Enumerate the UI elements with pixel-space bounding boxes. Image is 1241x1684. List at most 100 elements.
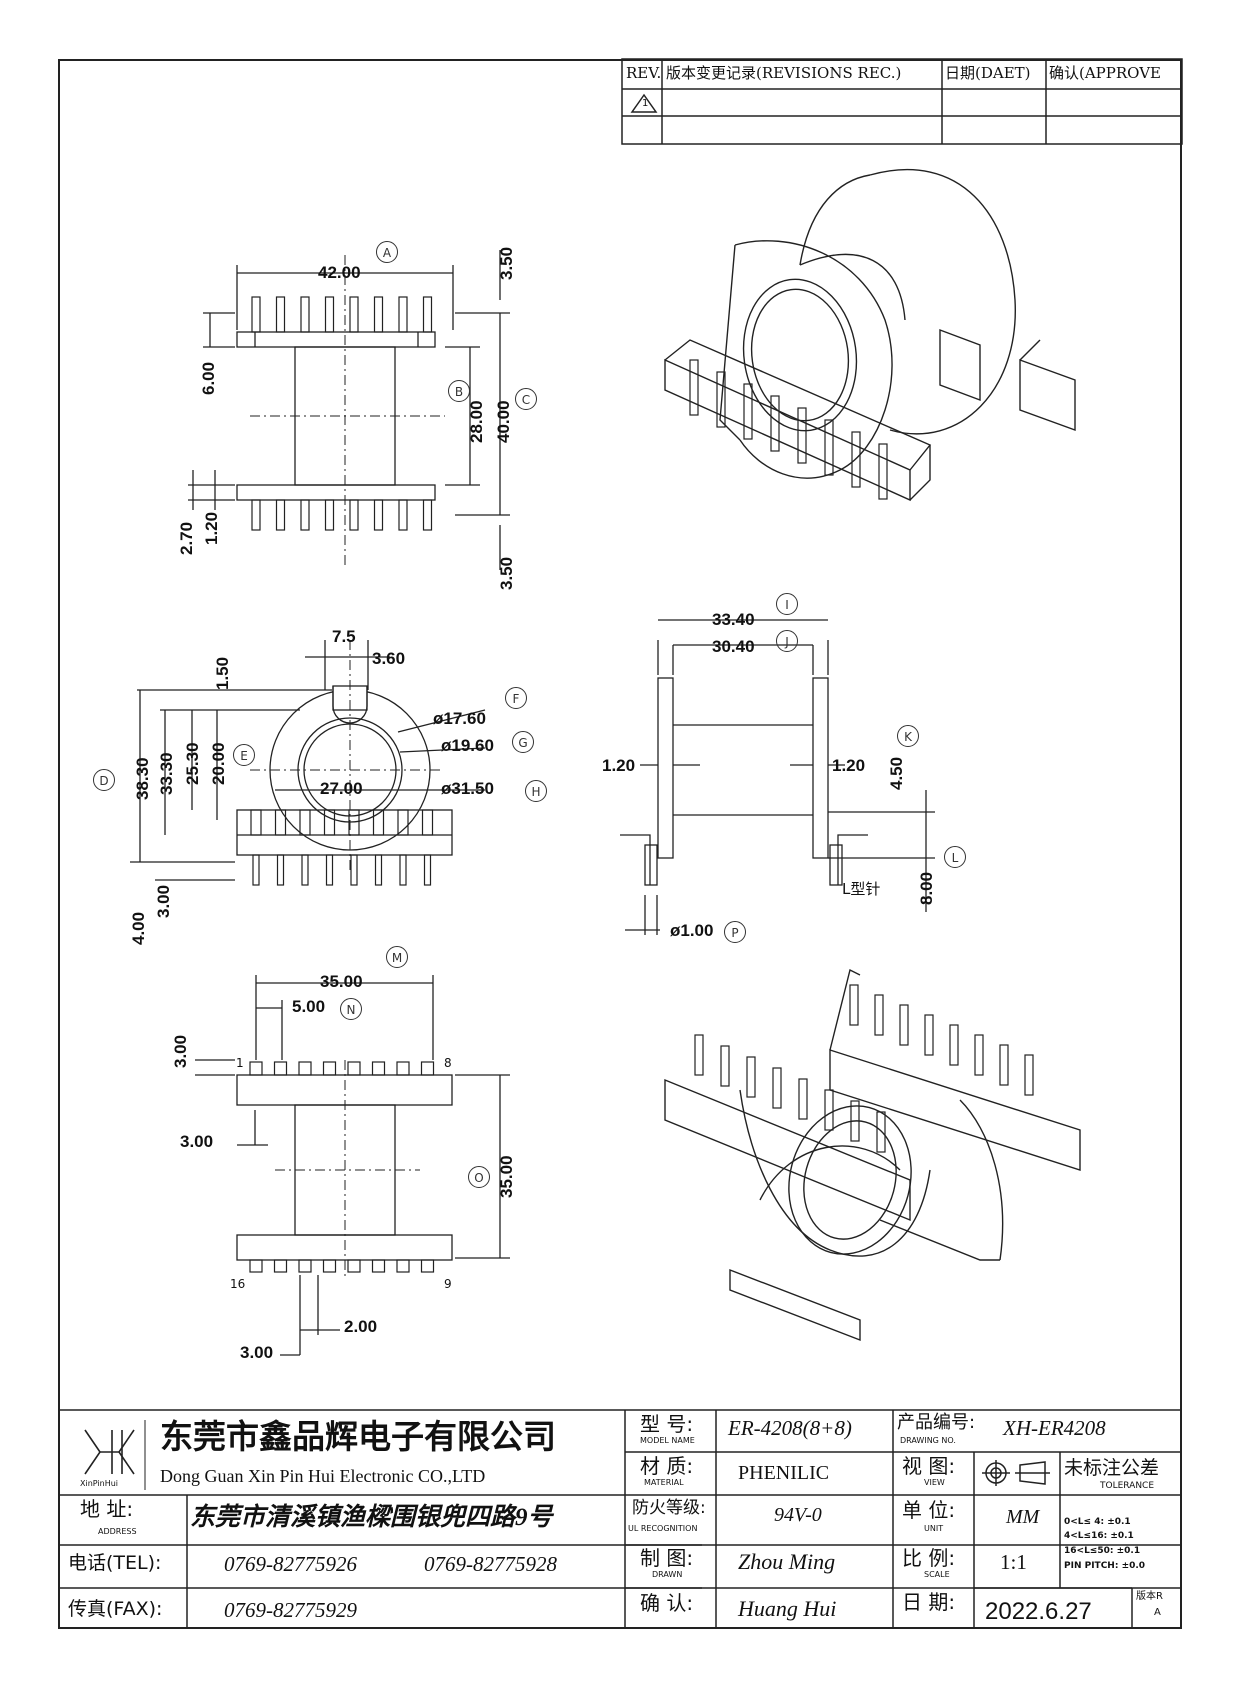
- iso-view-top: [664, 169, 1076, 502]
- callout-b: B: [448, 380, 470, 402]
- iso-bottom-pin-back: [949, 1024, 959, 1066]
- drawn-value: Zhou Ming: [738, 1549, 836, 1574]
- dim-front-total: 38.30: [133, 757, 152, 800]
- bottom-view-pin-lower: [371, 1259, 386, 1273]
- callout-l: L: [944, 846, 966, 868]
- callout-o: O: [468, 1166, 490, 1188]
- top-view-pin-upper: [422, 296, 433, 333]
- bottom-view-pin-lower: [249, 1259, 263, 1273]
- callout-g: G: [512, 731, 534, 753]
- drawn-sub: DRAWN: [652, 1570, 683, 1579]
- drawing-no-sub: DRAWING NO.: [900, 1436, 956, 1445]
- dim-side-overall: 33.40: [712, 610, 755, 629]
- front-view-pin-socket: [348, 809, 360, 836]
- revision-table-lines: [621, 58, 1183, 145]
- fax-value: 0769-82775929: [224, 1598, 357, 1622]
- dim-side-wall-right: 1.20: [832, 756, 866, 775]
- callout-n: N: [340, 998, 362, 1020]
- dim-top-body: 28.00: [467, 400, 486, 443]
- dim-bottom-overall: 35.00: [320, 972, 363, 991]
- callout-a: A: [376, 241, 398, 263]
- address-value: 东莞市清溪镇渔樑围银兜四路9号: [190, 1504, 553, 1531]
- rev-col-approve: 确认(APPROVE: [1049, 64, 1161, 82]
- tel-label: 电话(TEL):: [68, 1552, 162, 1574]
- iso-top-pin: [797, 407, 807, 464]
- rev-col-rev: REV.: [626, 64, 662, 82]
- unit-label: 单 位:: [902, 1498, 956, 1522]
- dim-bottom-depth: 35.00: [497, 1155, 516, 1198]
- dim-side-inner: 30.40: [712, 637, 755, 656]
- bottom-view-pin-upper: [322, 1061, 337, 1076]
- top-view-pin-upper: [324, 296, 335, 333]
- tolerance-sub: TOLERANCE: [1100, 1481, 1155, 1491]
- iso-bottom-pin-back: [849, 984, 859, 1026]
- dim-front-slot: 7.5: [332, 627, 356, 646]
- iso-bottom-pin-back: [974, 1034, 984, 1076]
- bottom-view-pin-lower: [273, 1259, 288, 1273]
- callout-c: C: [515, 388, 537, 410]
- check-value: Huang Hui: [738, 1596, 837, 1621]
- iso-bottom-pin-front: [798, 1078, 808, 1120]
- iso-bottom-pin-back: [1024, 1054, 1034, 1096]
- dim-front-center: 20.00: [209, 742, 228, 785]
- bottom-view-pin-upper: [347, 1061, 361, 1076]
- dim-front-height-c: 25.30: [183, 742, 202, 785]
- front-view-pin-lead: [350, 854, 358, 886]
- dim-side-pin-dia: ø1.00: [670, 921, 714, 940]
- version-value: A: [1154, 1607, 1161, 1618]
- dim-front-outer-dia: ø31.50: [441, 779, 494, 798]
- dim-bottom-bottom-edge: 3.00: [240, 1343, 274, 1362]
- dim-front-pin-offset: 3.00: [154, 884, 173, 918]
- model-sub: MODEL NAME: [640, 1436, 695, 1445]
- callout-f: F: [505, 687, 527, 709]
- fire-sub: UL RECOGNITION: [628, 1524, 698, 1533]
- dim-side-k: 4.50: [887, 756, 906, 790]
- iso-bottom-pin-back: [899, 1004, 909, 1046]
- iso-bottom-pin-front: [720, 1045, 730, 1087]
- dim-side-l: 8.00: [917, 871, 936, 905]
- iso-bottom-pin-front: [772, 1067, 782, 1109]
- dim-top-pin-row: 6.00: [199, 361, 218, 395]
- bottom-view-pin-upper: [371, 1061, 386, 1076]
- title-block-lines: [58, 1409, 1182, 1629]
- iso-top-pin: [878, 443, 888, 500]
- dim-top-overall: 40.00: [494, 400, 513, 443]
- front-view-pin-lead: [276, 854, 285, 886]
- top-view-pin-lower: [275, 499, 286, 531]
- top-view-pin-upper: [300, 296, 310, 333]
- iso-bottom-pin-back: [874, 994, 884, 1036]
- iso-bottom-pin-front: [824, 1089, 834, 1131]
- bottom-view-pin-lower: [322, 1259, 337, 1273]
- callout-d: D: [93, 769, 115, 791]
- drawing-no-value: XH-ER4208: [1003, 1416, 1106, 1440]
- fax-label: 传真(FAX):: [68, 1598, 163, 1620]
- front-view-pin-lead: [252, 854, 260, 886]
- callout-h: H: [525, 780, 547, 802]
- dim-bottom-gap: 2.00: [344, 1317, 378, 1336]
- side-pin-type: L型针: [842, 880, 881, 898]
- tolerance-label: 未标注公差: [1064, 1457, 1160, 1479]
- iso-top-pin: [743, 383, 753, 440]
- front-view-pin-lead: [399, 854, 407, 886]
- callout-p: P: [724, 921, 746, 943]
- dim-front-height-b: 33.30: [157, 752, 176, 795]
- pin-label-8: 8: [444, 1056, 452, 1070]
- rev-mark: 1: [642, 98, 649, 109]
- material-value: PHENILIC: [738, 1462, 830, 1484]
- iso-top-pin: [689, 359, 699, 416]
- top-view-pin-lower: [324, 499, 335, 531]
- bottom-view-pin-upper: [420, 1061, 435, 1076]
- iso-top-pin: [851, 431, 861, 488]
- top-view-pin-upper: [251, 296, 261, 333]
- logo-text: XinPinHui: [80, 1479, 119, 1488]
- front-view-pin-socket: [250, 809, 262, 836]
- front-view-pin-socket: [421, 809, 434, 836]
- top-view-pin-lower: [300, 499, 310, 531]
- side-view: [620, 619, 935, 935]
- address-label: 地 址:: [80, 1497, 134, 1521]
- top-view-pin-upper: [275, 296, 286, 333]
- front-view: [130, 640, 486, 881]
- dim-top-lead-b: 1.20: [202, 511, 221, 545]
- drawing-no-label: 产品编号:: [897, 1412, 976, 1433]
- version-label: 版本R: [1136, 1591, 1163, 1602]
